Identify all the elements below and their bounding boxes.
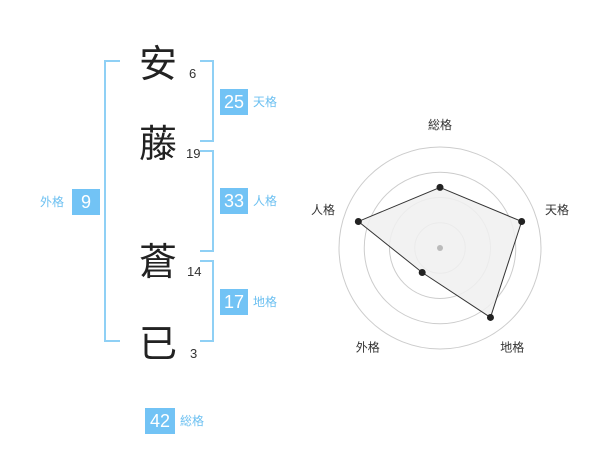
radar-axis-label-4: 人格 — [311, 202, 335, 217]
jinkaku-bracket — [200, 150, 214, 252]
chikaku-label: 地格 — [253, 295, 278, 309]
radar-point-2 — [486, 313, 494, 321]
radar-ring-3 — [363, 171, 517, 325]
soukaku-value: 42 — [145, 408, 175, 434]
gaikaku-bracket — [104, 60, 120, 342]
chikaku-value: 17 — [220, 289, 248, 315]
stroke-count-4: 3 — [190, 346, 198, 361]
radar-ring-4 — [338, 146, 542, 350]
name-char-3: 蒼 — [139, 240, 178, 284]
tenkaku-bracket — [200, 60, 214, 142]
radar-axis-label-0: 総格 — [428, 117, 452, 132]
jinkaku-value: 33 — [220, 188, 248, 214]
radar-axis-label-1: 天格 — [545, 202, 569, 217]
jinkaku-label: 人格 — [253, 194, 278, 208]
gaikaku-value: 9 — [72, 189, 100, 215]
stroke-count-1: 6 — [189, 66, 197, 81]
radar-axis-label-2: 地格 — [500, 340, 524, 355]
radar-point-3 — [418, 269, 426, 277]
radar-point-0 — [436, 183, 444, 191]
tenkaku-value: 25 — [220, 89, 248, 115]
chikaku-bracket — [200, 260, 214, 342]
gaikaku-label: 外格 — [40, 195, 65, 209]
soukaku-label: 総格 — [180, 414, 205, 428]
name-char-1: 安 — [139, 42, 178, 86]
radar-center-dot — [437, 245, 443, 251]
radar-point-4 — [354, 217, 362, 225]
radar-axis-label-3: 外格 — [356, 340, 380, 355]
radar-polygon — [357, 186, 523, 319]
tenkaku-label: 天格 — [253, 95, 278, 109]
stroke-count-3: 14 — [187, 264, 202, 279]
radar-point-1 — [518, 217, 526, 225]
name-char-4: 已 — [139, 322, 178, 366]
name-char-2: 藤 — [139, 122, 178, 166]
stroke-count-2: 19 — [186, 146, 201, 161]
